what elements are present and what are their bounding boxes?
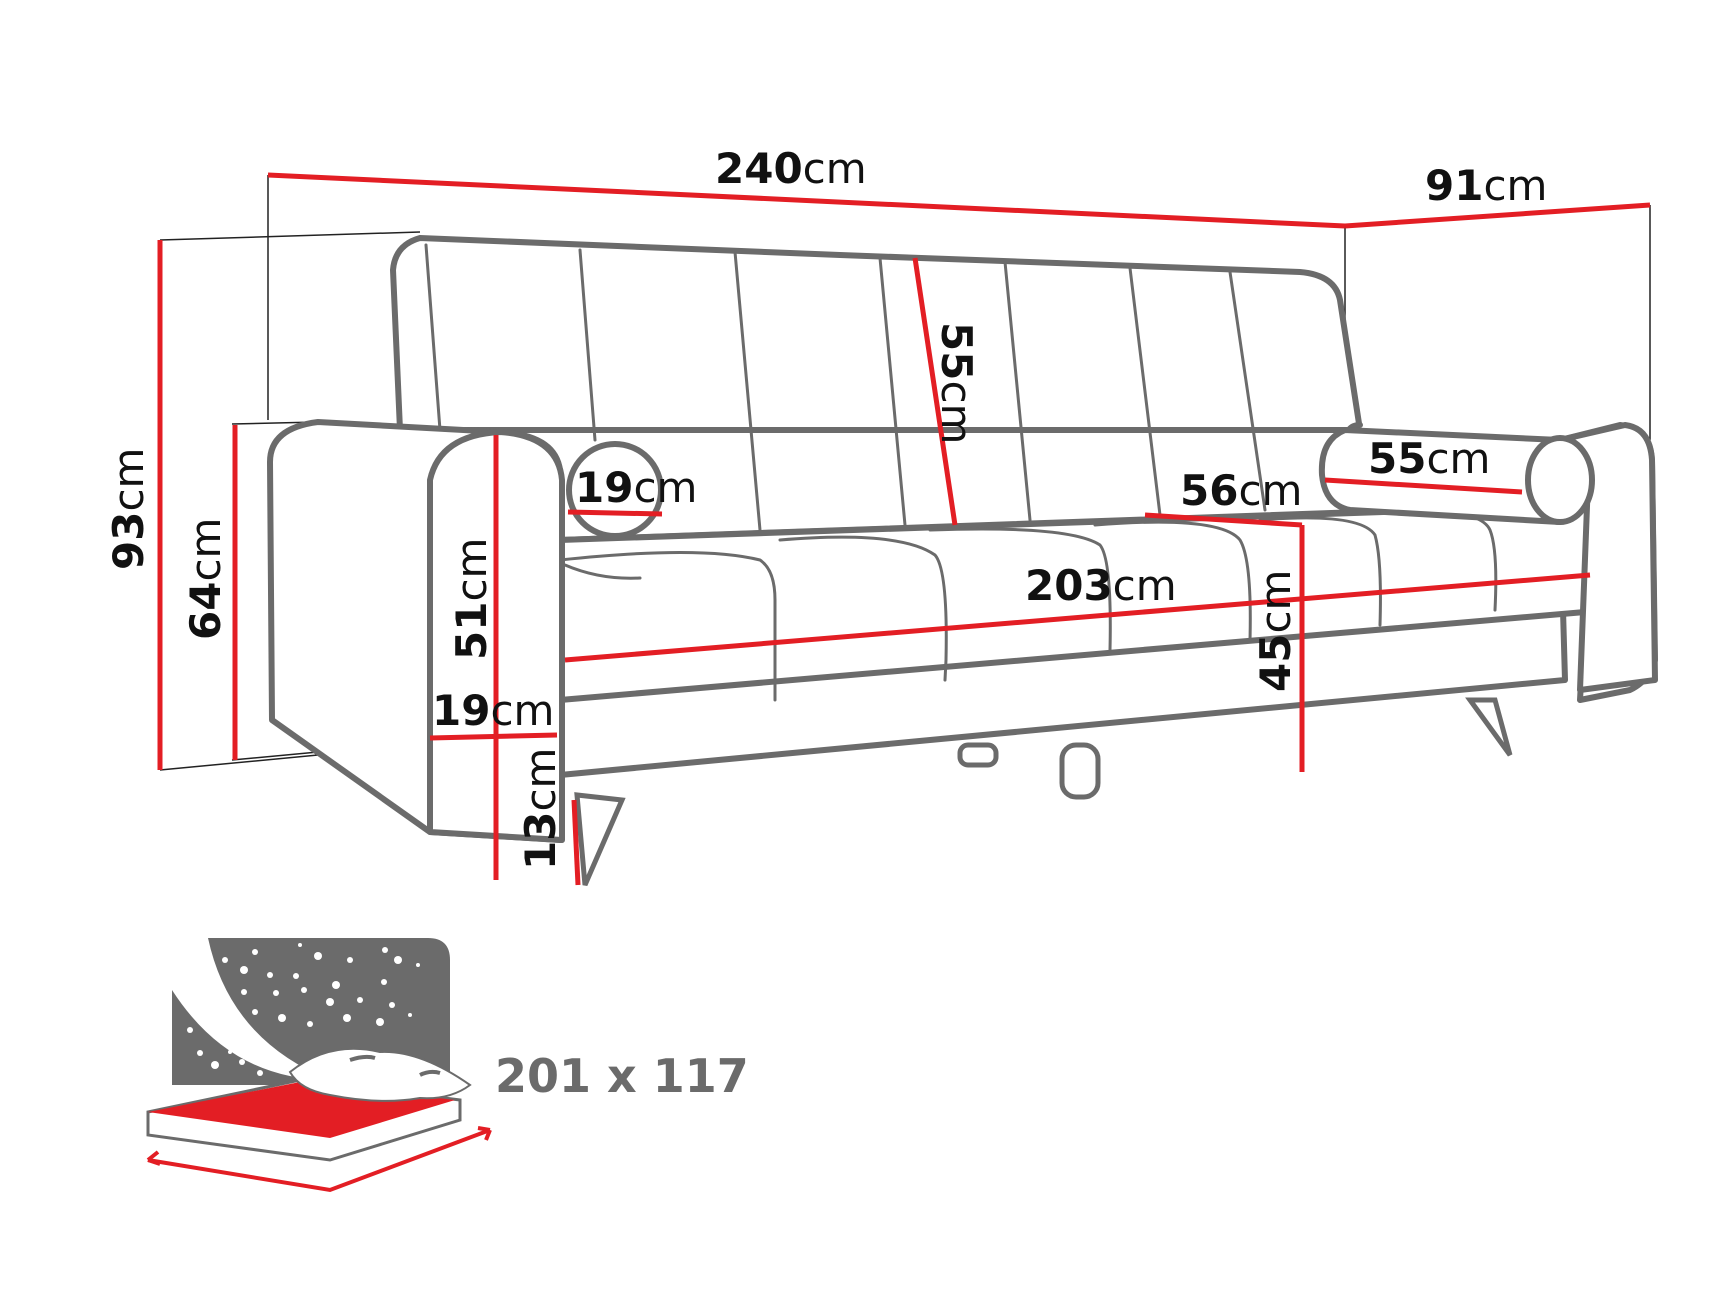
label-seat-height: 45cm <box>1251 570 1300 692</box>
right-bolster <box>1318 427 1595 525</box>
dimension-labels: 240cm 91cm 93cm 64cm 55cm 19cm 55cm 56cm… <box>104 144 1547 870</box>
dimension-lines <box>157 172 1651 886</box>
dim-line-total-depth <box>1344 202 1651 229</box>
label-total-height: 93cm <box>104 448 153 570</box>
dim-line-armrest-width <box>429 732 558 741</box>
dim-line-seat-depth <box>1144 512 1303 528</box>
label-armrest-width: 19cm <box>432 686 554 735</box>
stars <box>187 943 420 1076</box>
label-backrest-height: 55cm <box>932 322 981 444</box>
label-leg-height: 13cm <box>516 748 565 870</box>
backrest <box>390 235 1363 532</box>
label-total-depth: 91cm <box>1425 161 1547 210</box>
legs <box>574 697 1513 886</box>
label-seat-depth: 56cm <box>1180 466 1302 515</box>
label-seat-width: 203cm <box>1025 561 1177 610</box>
dim-line-backrest-height <box>912 257 958 526</box>
sleeping-area-size: 201 x 117 <box>495 1049 749 1103</box>
label-bolster-length: 55cm <box>1368 434 1490 483</box>
label-total-width: 240cm <box>715 144 867 193</box>
dim-line-leg-height <box>571 799 581 886</box>
dim-line-bolster-length <box>1324 477 1523 495</box>
bed-night-stars-icon <box>146 938 492 1193</box>
dim-line-bolster-diameter <box>567 509 663 517</box>
seat-base <box>557 502 1597 778</box>
label-armrest-height: 64cm <box>181 518 230 640</box>
dim-line-seat-width <box>564 572 1591 663</box>
dim-line-total-width <box>267 172 1346 229</box>
label-bolster-diameter: 19cm <box>575 463 697 512</box>
label-armrest-front-height: 51cm <box>447 538 496 660</box>
construction-lines <box>159 175 1651 771</box>
